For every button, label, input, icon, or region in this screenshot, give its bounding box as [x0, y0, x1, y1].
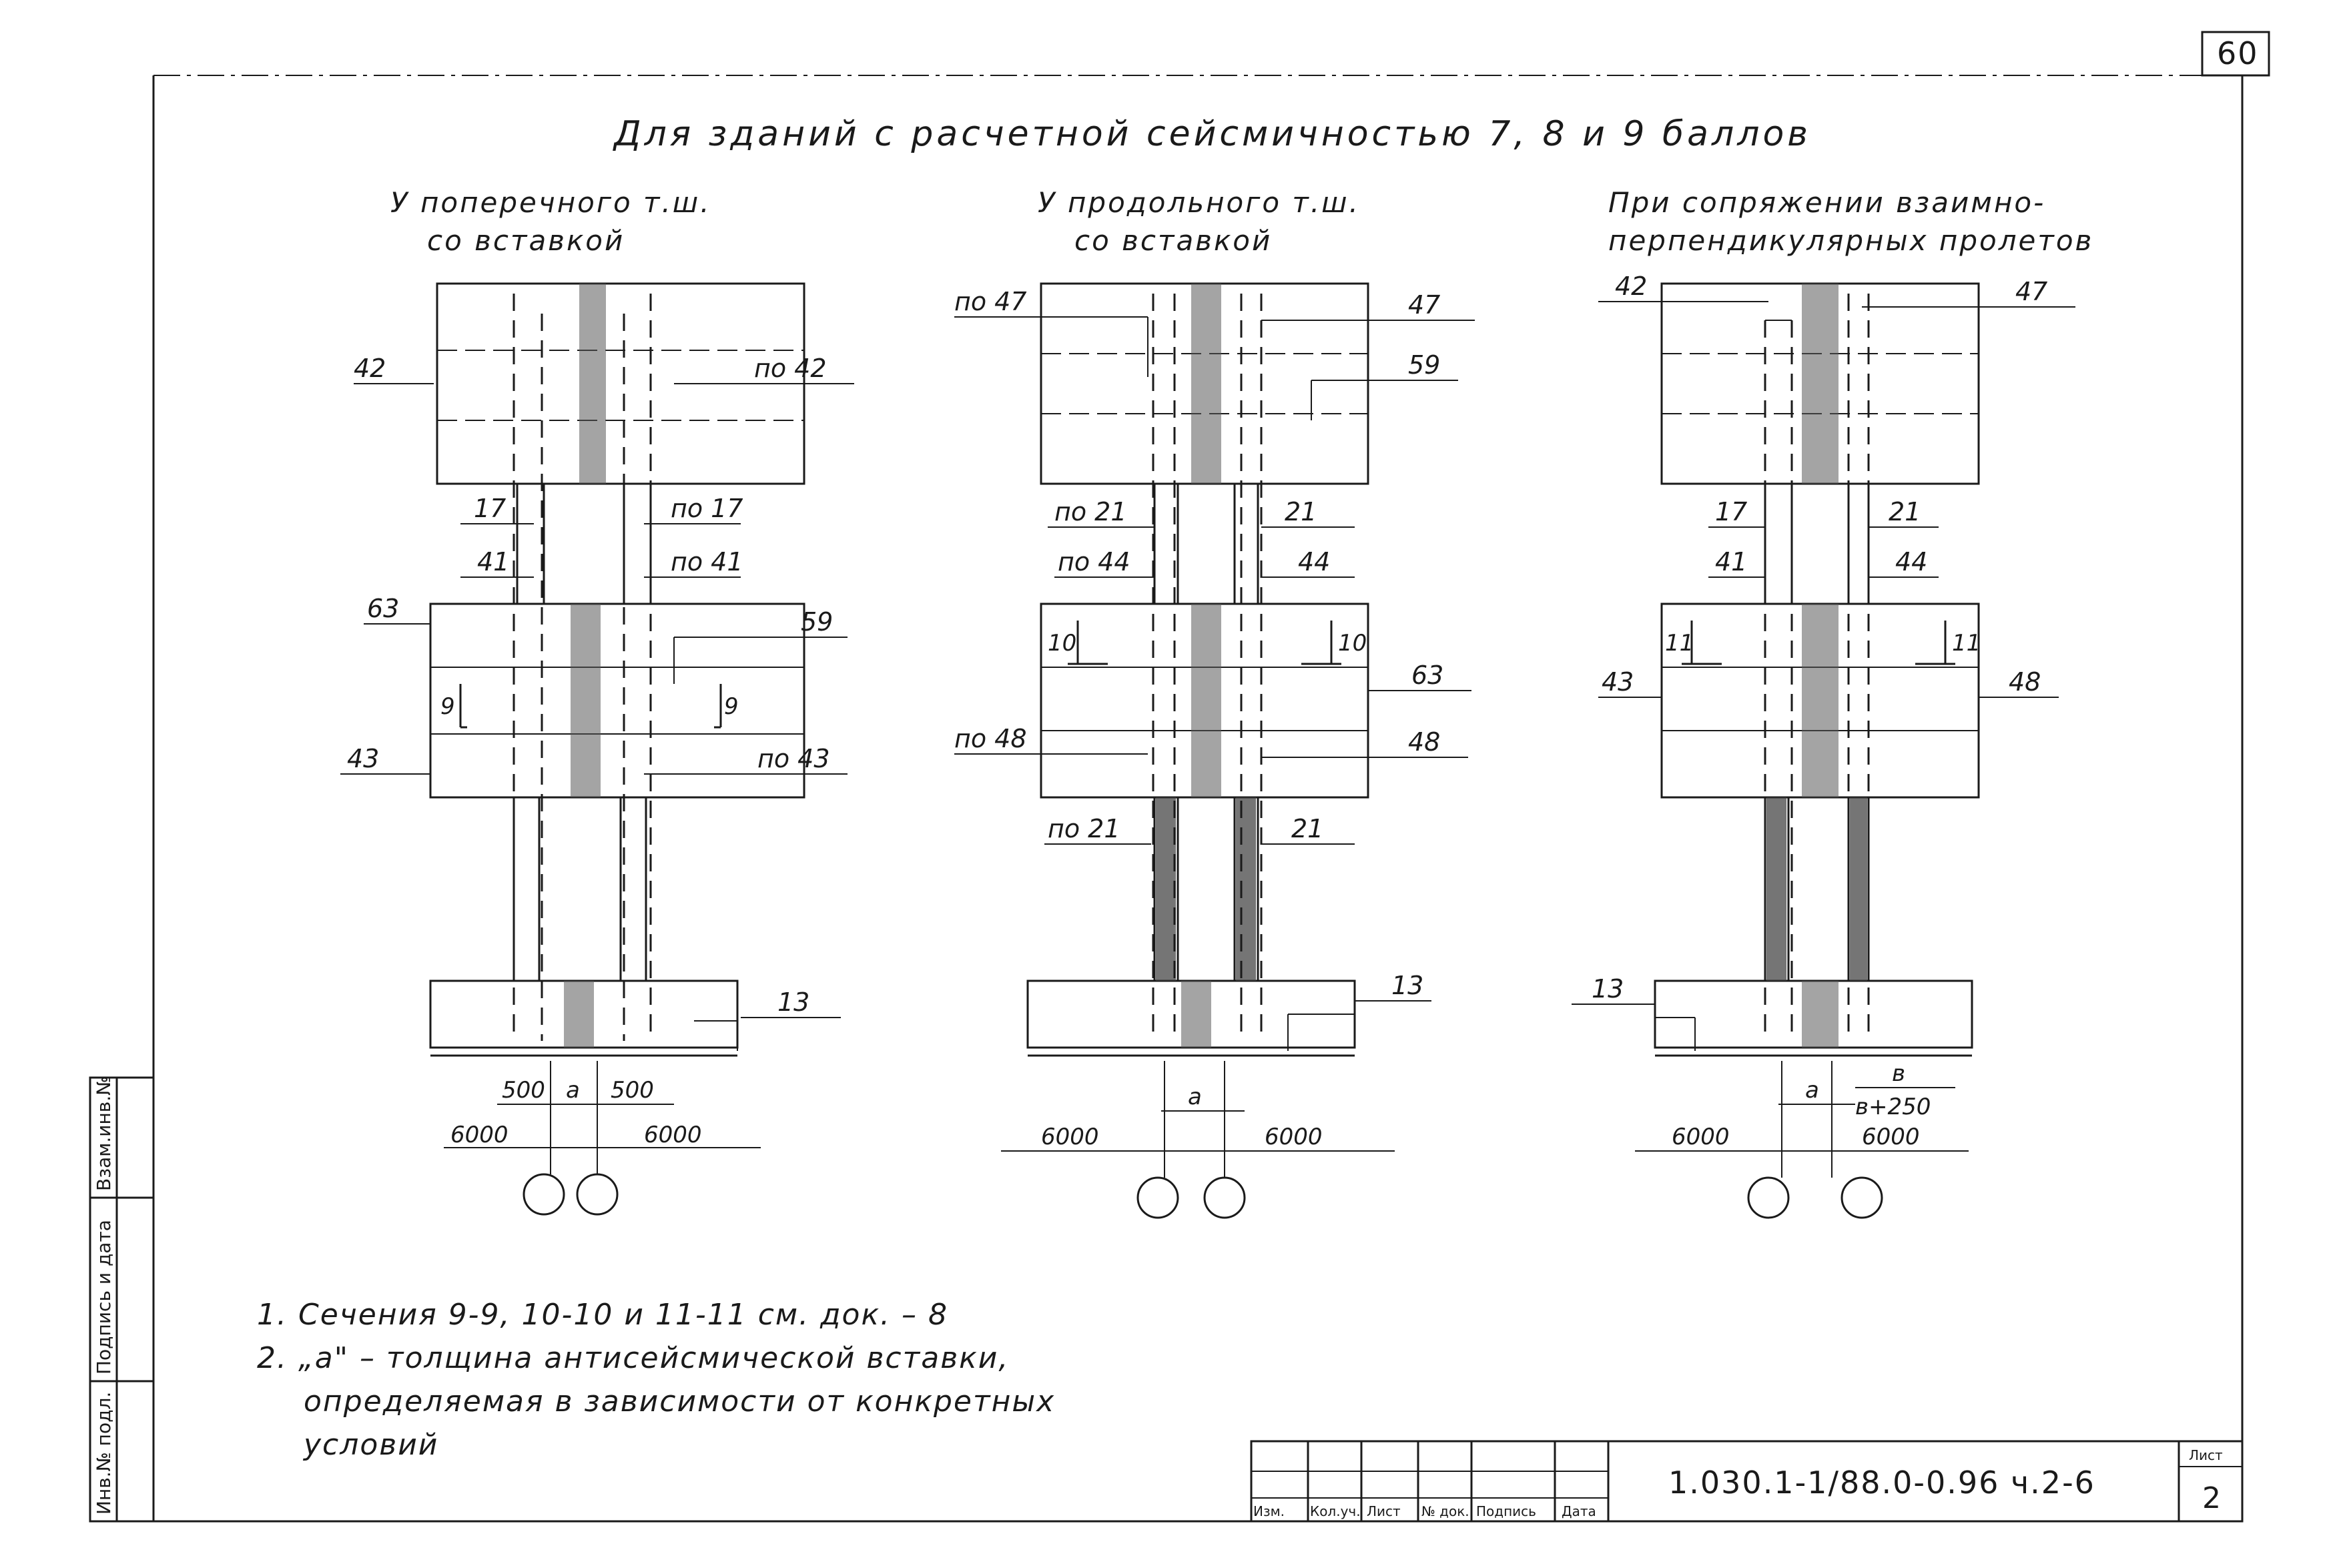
- label-right-l1: 42: [1615, 272, 1647, 301]
- label-left-l5: 43: [347, 744, 379, 773]
- dim-left-d4: 6000: [450, 1122, 509, 1148]
- label-right-s2: 11: [1952, 630, 1981, 657]
- stamp-col-podpis: Подпись: [1476, 1503, 1536, 1519]
- label-middle-l4: по 44: [1058, 547, 1130, 576]
- label-left-l2: 17: [474, 494, 506, 523]
- label-left-r2: по 17: [671, 494, 743, 523]
- dim-middle-d1: а: [1188, 1084, 1202, 1110]
- label-left-r4: 59: [801, 607, 833, 637]
- label-middle-r4: 44: [1298, 547, 1330, 576]
- dim-right-d2: в: [1892, 1060, 1905, 1087]
- caption-middle-1: У продольного т.ш.: [1038, 186, 1360, 219]
- stamp-col-izm: Изм.: [1253, 1503, 1285, 1519]
- label-middle-r1: 47: [1408, 290, 1440, 320]
- label-left-l4: 63: [367, 594, 399, 623]
- label-middle-r3: 21: [1285, 497, 1317, 526]
- sheet-number: 60: [2217, 35, 2259, 71]
- label-left-r3: по 41: [671, 547, 743, 576]
- note-2-cont: определяемая в зависимости от конкретных: [304, 1385, 1055, 1419]
- caption-right-2: перпендикулярных пролетов: [1608, 224, 2093, 257]
- dim-middle-d3: 6000: [1265, 1124, 1323, 1150]
- label-middle-l6: по 48: [954, 724, 1027, 753]
- label-left-r6: 13: [777, 988, 809, 1017]
- dim-left-d5: 6000: [644, 1122, 702, 1148]
- label-middle-r8: 13: [1391, 971, 1423, 1000]
- label-left-l1: 42: [354, 354, 386, 383]
- label-middle-l3: по 21: [1054, 497, 1127, 526]
- label-middle-r7: 21: [1291, 814, 1323, 843]
- dim-left-d3: 500: [611, 1077, 654, 1104]
- label-middle-r5: 63: [1411, 661, 1443, 690]
- side-podpis-data: Подпись и дата: [93, 1220, 115, 1375]
- label-middle-s2: 10: [1338, 630, 1367, 657]
- label-right-r3: 44: [1895, 547, 1927, 576]
- title-block: [1250, 1440, 2244, 1523]
- detail-middle: [954, 282, 1475, 1219]
- document-code: 1.030.1-1/88.0-0.96 ч.2-6: [1668, 1465, 2095, 1501]
- label-left-s1: 9: [440, 693, 455, 720]
- sheet-value: 2: [2202, 1481, 2221, 1515]
- label-right-l2: 17: [1715, 497, 1747, 526]
- label-right-r2: 21: [1889, 497, 1921, 526]
- label-right-l3: 41: [1715, 547, 1747, 576]
- dim-right-d3: в+250: [1855, 1094, 1931, 1120]
- side-inv-podl: Инв.№ подл.: [93, 1392, 115, 1515]
- label-right-l4: 43: [1602, 667, 1634, 697]
- dim-right-d4: 6000: [1672, 1124, 1730, 1150]
- caption-left-1: У поперечного т.ш.: [390, 186, 711, 219]
- label-left-r5: по 43: [757, 744, 830, 773]
- dim-middle-d2: 6000: [1041, 1124, 1099, 1150]
- side-vzam-inv: Взам.инв.№: [93, 1076, 115, 1191]
- note-2-end: условий: [302, 1428, 438, 1462]
- side-margin-stamp: [89, 1076, 155, 1523]
- label-middle-s1: 10: [1048, 630, 1076, 657]
- stamp-col-data: Дата: [1562, 1503, 1596, 1519]
- note-2: 2. „а" – толщина антисейсмической вставк…: [257, 1341, 1009, 1375]
- label-left-l3: 41: [477, 547, 509, 576]
- label-left-r1: по 42: [754, 354, 827, 383]
- page-title: Для зданий с расчетной сейсмичностью 7, …: [613, 114, 1811, 154]
- caption-middle-2: со вставкой: [1074, 224, 1272, 257]
- dim-right-d1: а: [1805, 1077, 1819, 1104]
- detail-right: [1572, 282, 2075, 1219]
- label-right-r1: 47: [2015, 277, 2047, 306]
- label-middle-r6: 48: [1408, 727, 1440, 757]
- label-middle-r2: 59: [1408, 350, 1440, 380]
- label-middle-l1: по 47: [954, 287, 1027, 316]
- label-middle-l7: по 21: [1048, 814, 1120, 843]
- label-right-s1: 11: [1665, 630, 1694, 657]
- sheet-label: Лист: [2189, 1447, 2223, 1463]
- stamp-col-koluch: Кол.уч.: [1310, 1503, 1361, 1519]
- label-right-l5: 13: [1592, 974, 1624, 1004]
- dim-left-d2: а: [566, 1077, 580, 1104]
- label-left-s2: 9: [724, 693, 739, 720]
- stamp-col-ndok: № док.: [1421, 1503, 1469, 1519]
- caption-left-2: со вставкой: [427, 224, 625, 257]
- dim-left-d1: 500: [502, 1077, 545, 1104]
- detail-left: [340, 282, 854, 1216]
- note-1: 1. Сечения 9-9, 10-10 и 11-11 см. док. –…: [257, 1298, 948, 1332]
- label-right-r4: 48: [2009, 667, 2041, 697]
- caption-right-1: При сопряжении взаимно-: [1608, 186, 2045, 219]
- stamp-col-list: Лист: [1367, 1503, 1401, 1519]
- dim-right-d5: 6000: [1862, 1124, 1920, 1150]
